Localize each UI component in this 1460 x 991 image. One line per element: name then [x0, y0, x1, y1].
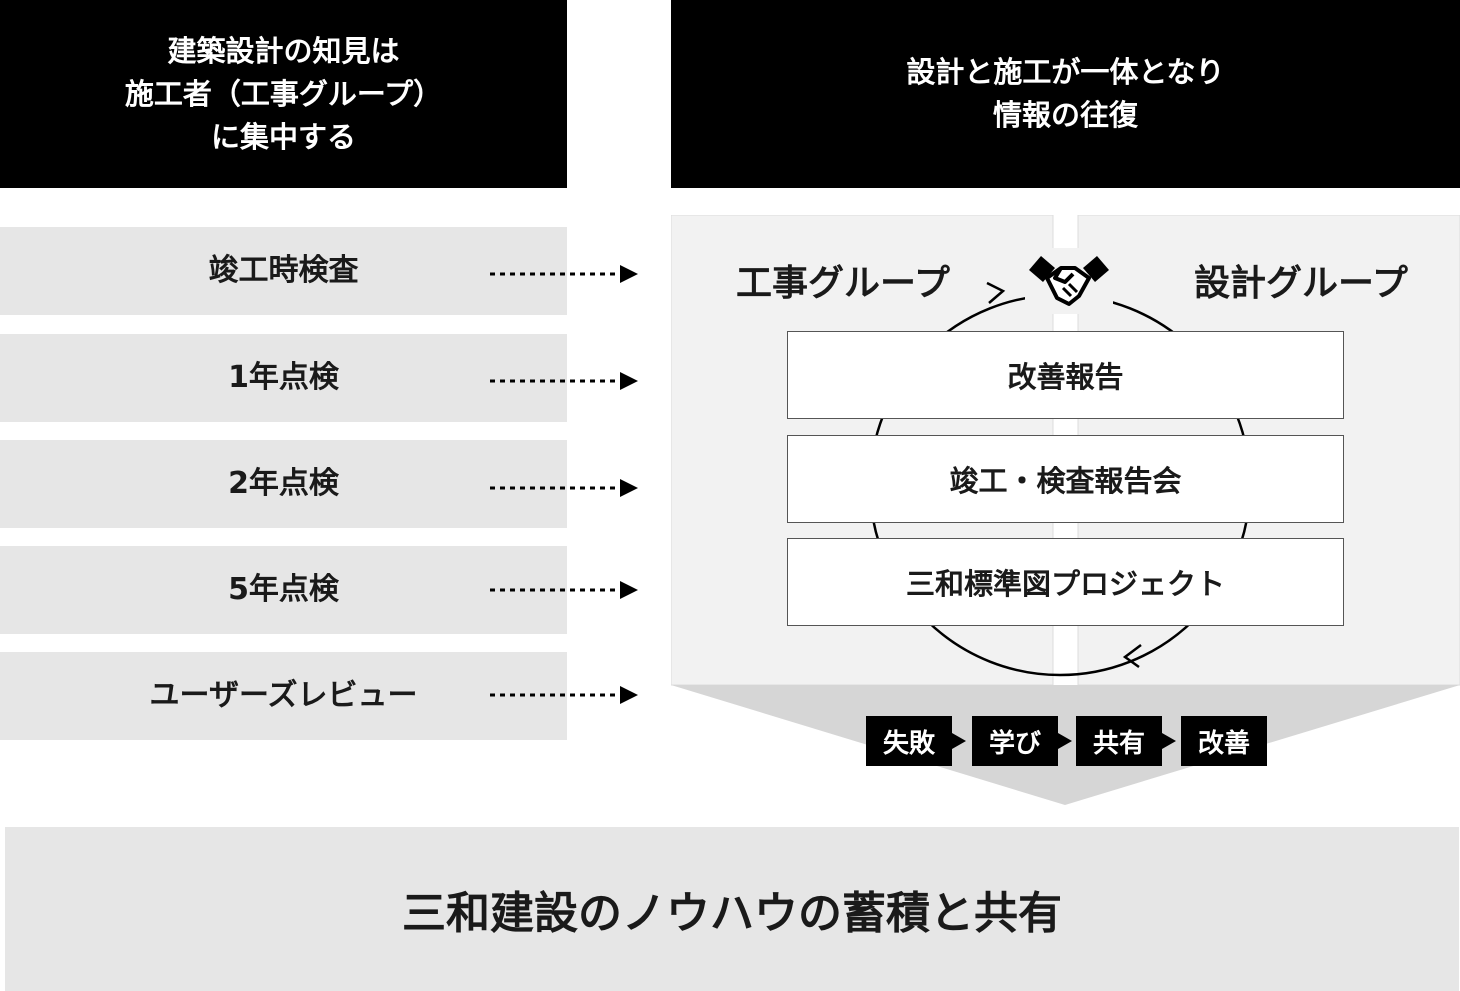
step-label: 共有 [1092, 728, 1145, 759]
header-left: 建築設計の知見は 施工者（工事グループ） に集中する [0, 0, 567, 188]
step-arrow-icon [1058, 733, 1072, 749]
left-item-2: 2年点検 [0, 440, 567, 528]
dotted-arrow-icon [490, 265, 638, 283]
left-item-1: 1年点検 [0, 334, 567, 422]
handshake-icon [1025, 248, 1113, 314]
report-label: 竣工・検査報告会 [949, 464, 1182, 498]
left-item-4: ユーザーズレビュー [0, 652, 567, 740]
dotted-arrow-icon [490, 372, 638, 390]
step-label: 失敗 [882, 728, 935, 759]
step-arrows [952, 733, 1176, 749]
header-right: 設計と施工が一体となり 情報の往復 [671, 0, 1460, 188]
left-item-3: 5年点検 [0, 546, 567, 634]
design-group-label: 設計グループ [1194, 263, 1408, 304]
left-item-label: ユーザーズレビュー [149, 678, 418, 713]
step-2: 共有 [1076, 716, 1162, 766]
left-item-label: 2年点検 [228, 466, 339, 501]
construction-group-label: 工事グループ [736, 263, 950, 304]
left-item-label: 5年点検 [228, 572, 339, 607]
left-item-label: 竣工時検査 [208, 253, 359, 288]
footer-text: 三和建設のノウハウの蓄積と共有 [402, 888, 1062, 939]
step-1: 学び [972, 716, 1058, 766]
footer-box: 三和建設のノウハウの蓄積と共有 [5, 827, 1459, 991]
step-arrow-icon [952, 733, 966, 749]
report-label: 三和標準図プロジェクト [905, 567, 1225, 601]
dotted-arrows [490, 265, 638, 704]
dotted-arrow-icon [490, 581, 638, 599]
step-label: 学び [988, 728, 1041, 759]
report-box-1: 竣工・検査報告会 [787, 435, 1344, 523]
left-item-label: 1年点検 [228, 360, 339, 395]
dotted-arrow-icon [490, 686, 638, 704]
report-box-0: 改善報告 [787, 331, 1344, 419]
step-3: 改善 [1181, 716, 1267, 766]
left-item-0: 竣工時検査 [0, 227, 567, 315]
dotted-arrow-icon [490, 479, 638, 497]
step-arrow-icon [1162, 733, 1176, 749]
report-label: 改善報告 [1007, 360, 1124, 394]
step-0: 失敗 [866, 716, 952, 766]
report-box-2: 三和標準図プロジェクト [787, 538, 1344, 626]
step-label: 改善 [1197, 728, 1250, 759]
